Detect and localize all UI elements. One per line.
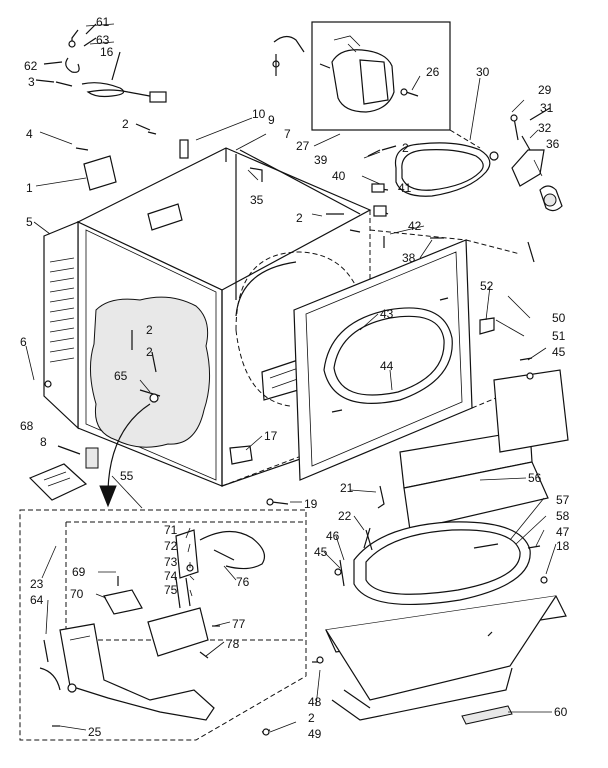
label-1: 1 — [26, 181, 33, 195]
label-36: 36 — [546, 137, 560, 151]
label-60: 60 — [554, 705, 568, 719]
label-8: 8 — [40, 435, 47, 449]
motor-assembly — [272, 21, 451, 131]
label-71: 71 — [164, 523, 178, 537]
base-assembly — [19, 403, 307, 741]
label-75: 75 — [164, 583, 178, 597]
label-29: 29 — [538, 83, 552, 97]
label-3: 3 — [28, 75, 35, 89]
label-56: 56 — [528, 471, 542, 485]
fasteners — [135, 123, 535, 736]
label-50: 50 — [552, 311, 566, 325]
label-38: 38 — [402, 251, 416, 265]
label-65: 65 — [114, 369, 128, 383]
label-2: 2 — [146, 345, 153, 359]
label-22: 22 — [338, 509, 352, 523]
door-assembly — [325, 521, 567, 725]
label-31: 31 — [540, 101, 554, 115]
literature-and-foot — [28, 445, 99, 501]
label-2: 2 — [308, 711, 315, 725]
label-25: 25 — [88, 725, 102, 739]
label-72: 72 — [164, 539, 178, 553]
label-46: 46 — [326, 529, 340, 543]
label-18: 18 — [556, 539, 570, 553]
label-19: 19 — [304, 497, 318, 511]
label-55: 55 — [120, 469, 134, 483]
label-52: 52 — [480, 279, 494, 293]
label-4: 4 — [26, 127, 33, 141]
label-30: 30 — [476, 65, 490, 79]
clip-part — [75, 131, 189, 191]
label-77: 77 — [232, 617, 246, 631]
label-32: 32 — [538, 121, 552, 135]
cabinet — [76, 147, 372, 487]
drive-belt — [394, 129, 499, 197]
label-63: 63 — [96, 33, 110, 47]
label-10: 10 — [252, 107, 266, 121]
wire-harness-parts — [35, 23, 167, 103]
label-39: 39 — [314, 153, 328, 167]
label-5: 5 — [26, 215, 33, 229]
label-44: 44 — [380, 359, 394, 373]
label-7: 7 — [284, 127, 291, 141]
label-9: 9 — [268, 113, 275, 127]
label-45: 45 — [314, 545, 328, 559]
label-51: 51 — [552, 329, 566, 343]
label-26: 26 — [426, 65, 440, 79]
label-6: 6 — [20, 335, 27, 349]
label-21: 21 — [340, 481, 354, 495]
label-23: 23 — [30, 577, 44, 591]
label-41: 41 — [398, 181, 412, 195]
label-42: 42 — [408, 219, 422, 233]
label-2: 2 — [296, 211, 303, 225]
label-49: 49 — [308, 727, 322, 741]
label-61: 61 — [96, 15, 110, 29]
label-58: 58 — [556, 509, 570, 523]
label-78: 78 — [226, 637, 240, 651]
label-16: 16 — [100, 45, 114, 59]
label-2: 2 — [122, 117, 129, 131]
label-35: 35 — [250, 193, 264, 207]
label-45: 45 — [552, 345, 566, 359]
part-labels: 61 62 63 16 3 2 10 9 7 4 1 5 6 68 8 2 2 … — [20, 15, 570, 741]
label-62: 62 — [24, 59, 38, 73]
front-panel — [293, 229, 521, 481]
leader-lines — [25, 23, 557, 733]
label-2: 2 — [146, 323, 153, 337]
label-48: 48 — [308, 695, 322, 709]
label-57: 57 — [556, 493, 570, 507]
label-2: 2 — [402, 141, 409, 155]
label-68: 68 — [20, 419, 34, 433]
label-73: 73 — [164, 555, 178, 569]
label-64: 64 — [30, 593, 44, 607]
label-27: 27 — [296, 139, 310, 153]
label-76: 76 — [236, 575, 250, 589]
label-47: 47 — [556, 525, 570, 539]
label-43: 43 — [380, 307, 394, 321]
label-74: 74 — [164, 569, 178, 583]
label-69: 69 — [72, 565, 86, 579]
side-panel — [43, 221, 79, 430]
label-40: 40 — [332, 169, 346, 183]
idler-parts — [510, 107, 563, 212]
label-70: 70 — [70, 587, 84, 601]
label-17: 17 — [264, 429, 278, 443]
hinge-parts — [334, 485, 385, 587]
